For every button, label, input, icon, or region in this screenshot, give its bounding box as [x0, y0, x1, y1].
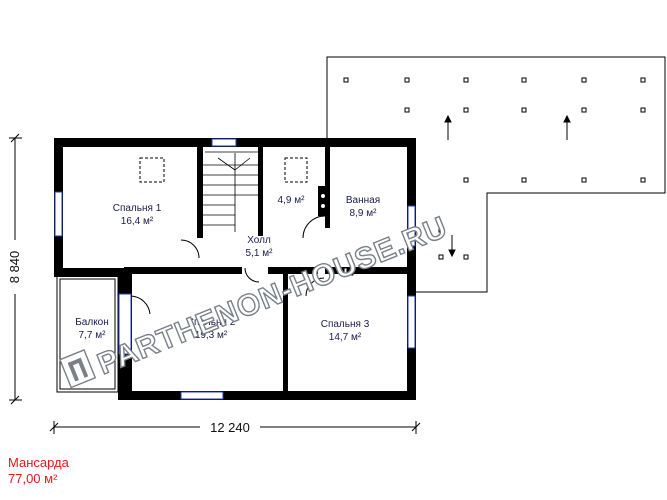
floor-name: Мансарда: [8, 455, 69, 470]
room-area-balcony: 7,7 м²: [79, 330, 107, 341]
room-area-bedroom-3: 14,7 м²: [329, 332, 362, 343]
windows: [54, 138, 416, 400]
watermark-logo-icon: [59, 349, 97, 389]
slope-arrows: [444, 114, 571, 258]
room-name-bedroom-1: Спальня 1: [113, 203, 162, 214]
bathroom-fixtures: [211, 193, 354, 276]
staircase: [203, 151, 258, 232]
room-name-bedroom-2: Спальня 2: [187, 317, 236, 328]
balcony: [56, 275, 119, 393]
height-dimension-label: 8 840: [7, 251, 22, 284]
room-name-bathroom: Ванная: [346, 195, 380, 206]
skylights: [139, 157, 308, 183]
doors: [130, 215, 326, 315]
interior-walls: [124, 146, 409, 392]
room-labels: Спальня 1 16,4 м² 4,9 м² Ванная 8,9 м² Х…: [75, 195, 380, 343]
room-name-bedroom-3: Спальня 3: [321, 319, 370, 330]
room-area-hall: 5,1 м²: [246, 248, 274, 259]
floor-caption: Мансарда 77,00 м²: [8, 455, 69, 487]
room-area-bathroom: 8,9 м²: [350, 208, 378, 219]
width-dimension-gap: [200, 419, 260, 435]
width-dimension-label: 12 240: [210, 420, 250, 435]
room-name-balcony: Балкон: [75, 317, 109, 328]
roof-markers: [343, 77, 646, 260]
room-area-closet: 4,9 м²: [278, 195, 306, 206]
height-dimension-gap: [7, 240, 23, 294]
room-area-bedroom-1: 16,4 м²: [121, 216, 154, 227]
room-name-hall: Холл: [247, 235, 271, 246]
floor-total-area: 77,00 м²: [8, 471, 58, 486]
room-area-bedroom-2: 19,3 м²: [195, 330, 228, 341]
